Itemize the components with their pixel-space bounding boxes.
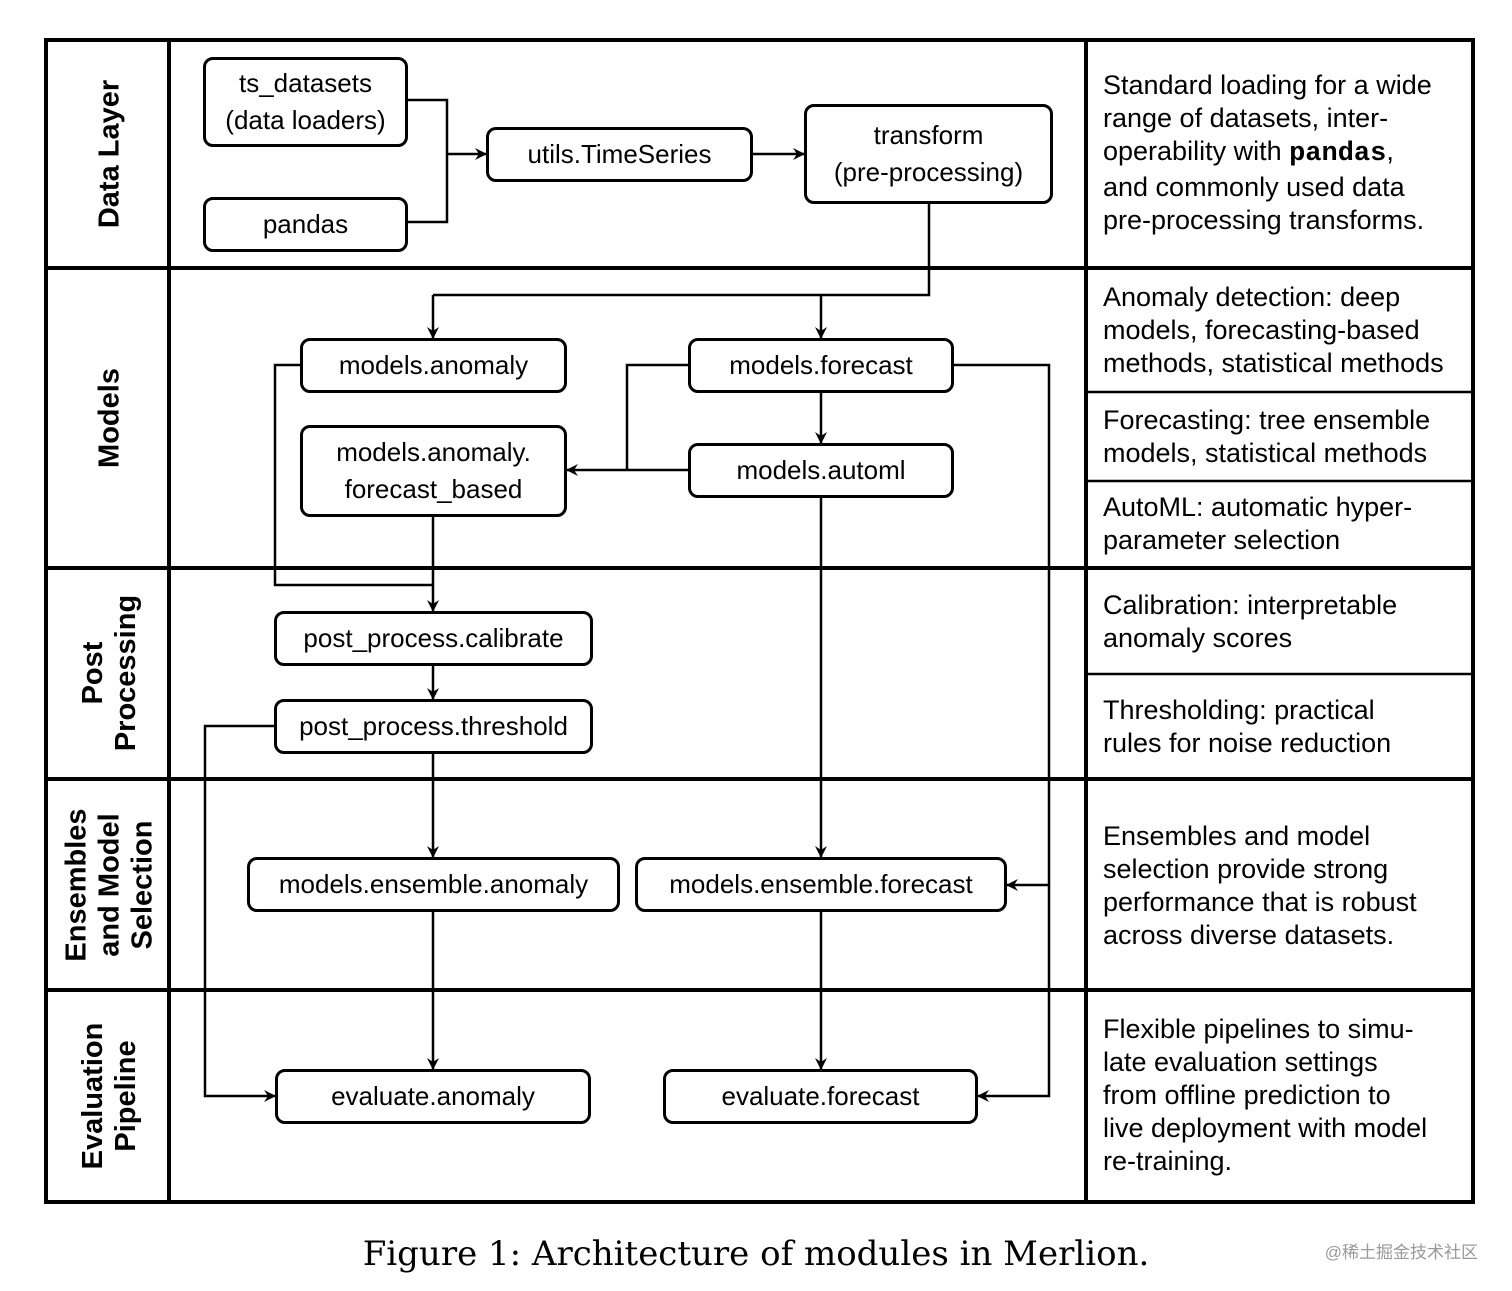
desc-data-line3c: , xyxy=(1386,136,1394,166)
desc-automl-line2: parameter selection xyxy=(1103,525,1341,555)
figure-caption: Figure 1: Architecture of modules in Mer… xyxy=(362,1234,1150,1274)
desc-eval-line3: from offline prediction to xyxy=(1103,1080,1391,1110)
desc-data-layer: Standard loading for a wide range of dat… xyxy=(1103,69,1432,237)
node-utils-timeseries-label: utils.TimeSeries xyxy=(527,139,712,169)
desc-data-line3: operability with pandas, xyxy=(1103,135,1432,171)
desc-forecasting: Forecasting: tree ensemble models, stati… xyxy=(1103,404,1430,470)
layer-ens-line3: Selection xyxy=(126,820,159,950)
node-ensemble-anomaly-label: models.ensemble.anomaly xyxy=(278,869,589,899)
node-fb-line1: models.anomaly. xyxy=(336,437,531,467)
node-models-anomaly: models.anomaly xyxy=(300,338,567,393)
node-post-process-calibrate: post_process.calibrate xyxy=(274,611,593,666)
desc-ensembles-line1: Ensembles and model xyxy=(1103,821,1371,851)
desc-eval-line1: Flexible pipelines to simu- xyxy=(1103,1014,1414,1044)
edge-ts-datasets-join xyxy=(407,98,449,224)
edge-forecast-to-ensemble xyxy=(953,363,1051,891)
node-models-automl: models.automl xyxy=(688,443,954,498)
connectors xyxy=(203,98,1051,1102)
node-models-anomaly-forecast-based: models.anomaly. forecast_based xyxy=(300,425,567,517)
node-ensemble-forecast-label: models.ensemble.forecast xyxy=(669,869,973,899)
node-transform: transform (pre-processing) xyxy=(804,104,1053,204)
desc-data-line4: and commonly used data xyxy=(1103,172,1405,202)
watermark: @稀土掘金技术社区 xyxy=(1324,1243,1478,1262)
desc-eval-line2: late evaluation settings xyxy=(1103,1047,1378,1077)
desc-anomaly: Anomaly detection: deep models, forecast… xyxy=(1103,281,1444,380)
node-utils-timeseries: utils.TimeSeries xyxy=(486,127,753,182)
desc-anomaly-line1: Anomaly detection: deep xyxy=(1103,282,1401,312)
layer-eval-line1: Evaluation xyxy=(77,1022,109,1170)
node-evaluate-forecast-label: evaluate.forecast xyxy=(721,1081,920,1111)
desc-anomaly-line2: models, forecasting-based xyxy=(1103,315,1420,345)
node-fb-line2: forecast_based xyxy=(344,474,523,504)
edge-transform-down xyxy=(433,203,931,297)
desc-data-line1: Standard loading for a wide xyxy=(1103,70,1432,100)
layer-ens-line2: and Model xyxy=(93,813,126,957)
desc-automl: AutoML: automatic hyper- parameter selec… xyxy=(1103,491,1412,557)
node-evaluate-anomaly: evaluate.anomaly xyxy=(275,1069,591,1124)
layer-models-text: Models xyxy=(93,368,126,468)
layer-data-text: Data Layer xyxy=(93,79,126,229)
node-evaluate-forecast: evaluate.forecast xyxy=(663,1069,978,1124)
desc-automl-line1: AutoML: automatic hyper- xyxy=(1103,492,1413,522)
layer-post-line1: Post xyxy=(77,641,109,705)
edge-threshold-to-evaluate xyxy=(203,724,276,1102)
desc-eval-line4: live deployment with model xyxy=(1103,1113,1428,1143)
node-models-anomaly-label: models.anomaly xyxy=(338,350,529,380)
layer-ens-line1: Ensembles xyxy=(60,808,93,962)
node-threshold-label: post_process.threshold xyxy=(299,711,568,741)
node-post-process-threshold: post_process.threshold xyxy=(274,699,593,754)
desc-ensembles: Ensembles and model selection provide st… xyxy=(1103,820,1417,952)
node-pandas-label: pandas xyxy=(262,209,349,239)
node-ts-datasets-line2: (data loaders) xyxy=(225,105,386,135)
edge-forecast-to-fb xyxy=(625,363,689,470)
edge-anomaly-bypass xyxy=(273,363,433,587)
node-evaluate-anomaly-label: evaluate.anomaly xyxy=(331,1081,535,1111)
desc-calibration-line1: Calibration: interpretable xyxy=(1103,590,1398,620)
layer-post-line2: Processing xyxy=(110,594,142,752)
desc-thresholding: Thresholding: practical rules for noise … xyxy=(1103,694,1391,760)
desc-anomaly-line3: methods, statistical methods xyxy=(1103,348,1444,378)
node-transform-line2: (pre-processing) xyxy=(833,157,1024,187)
desc-calibration: Calibration: interpretable anomaly score… xyxy=(1103,589,1397,655)
node-models-automl-label: models.automl xyxy=(736,455,906,485)
desc-calibration-line2: anomaly scores xyxy=(1103,623,1293,653)
desc-ensembles-line3: performance that is robust xyxy=(1103,887,1417,917)
desc-forecast-line2: models, statistical methods xyxy=(1103,438,1428,468)
node-models-forecast: models.forecast xyxy=(688,338,954,393)
node-transform-line1: transform xyxy=(873,120,984,150)
desc-ensembles-line4: across diverse datasets. xyxy=(1103,920,1395,950)
node-ensemble-anomaly: models.ensemble.anomaly xyxy=(247,857,620,912)
desc-threshold-line2: rules for noise reduction xyxy=(1103,728,1392,758)
node-ensemble-forecast: models.ensemble.forecast xyxy=(635,857,1007,912)
node-calibrate-label: post_process.calibrate xyxy=(303,623,564,653)
node-ts-datasets-line1: ts_datasets xyxy=(239,68,372,98)
desc-data-pandas-code: pandas xyxy=(1289,139,1387,169)
desc-forecast-line1: Forecasting: tree ensemble xyxy=(1103,405,1431,435)
desc-threshold-line1: Thresholding: practical xyxy=(1103,695,1375,725)
node-pandas: pandas xyxy=(203,197,408,252)
layer-eval-line2: Pipeline xyxy=(110,1040,142,1152)
node-ts-datasets: ts_datasets (data loaders) xyxy=(203,57,408,147)
edge-forecast-to-evaluate xyxy=(977,885,1051,1102)
desc-ensembles-line2: selection provide strong xyxy=(1103,854,1389,884)
node-models-forecast-label: models.forecast xyxy=(729,350,913,380)
desc-eval-line5: re-training. xyxy=(1103,1146,1233,1176)
desc-data-line3a: operability with xyxy=(1103,136,1290,166)
desc-data-line5: pre-processing transforms. xyxy=(1103,205,1425,235)
desc-data-line2: range of datasets, inter- xyxy=(1103,103,1389,133)
frame-grid xyxy=(44,38,1475,1204)
desc-evaluation: Flexible pipelines to simu- late evaluat… xyxy=(1103,1013,1427,1178)
